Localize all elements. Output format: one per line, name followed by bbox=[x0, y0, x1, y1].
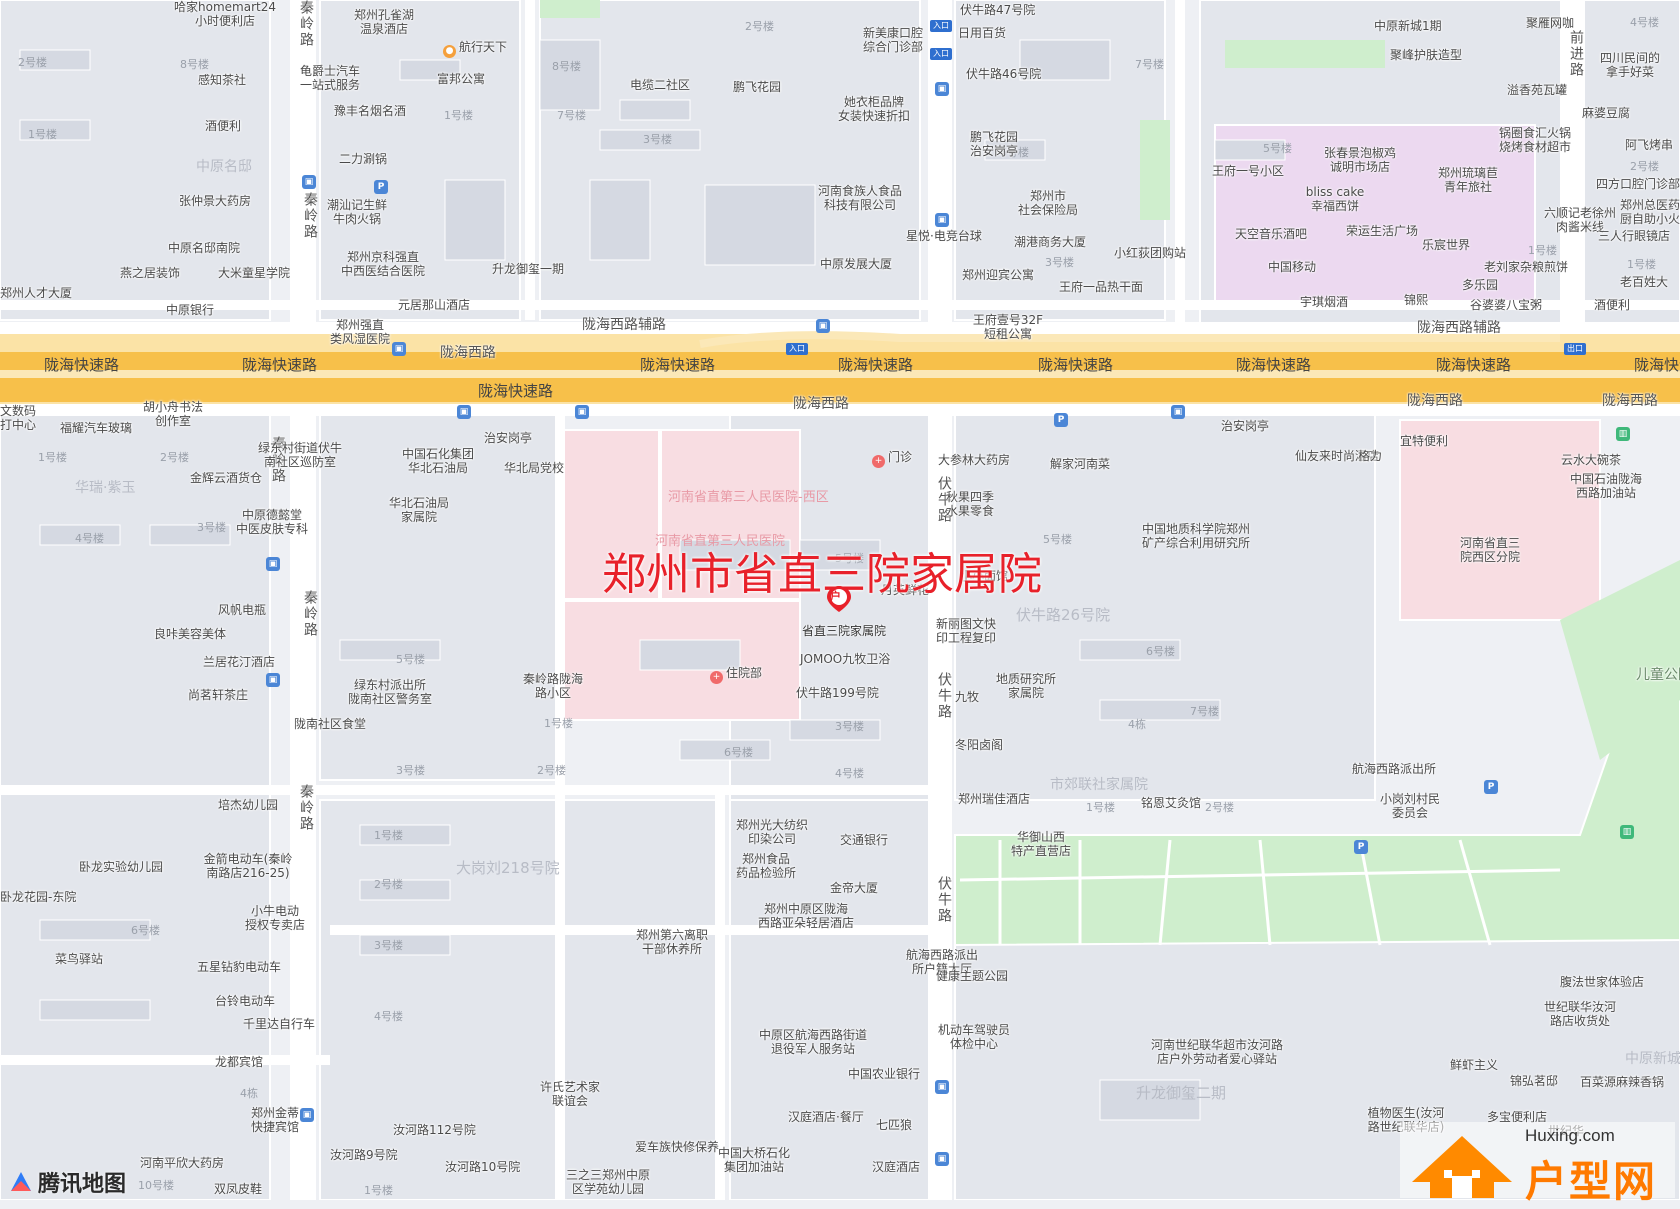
map-canvas[interactable] bbox=[0, 0, 1680, 1200]
